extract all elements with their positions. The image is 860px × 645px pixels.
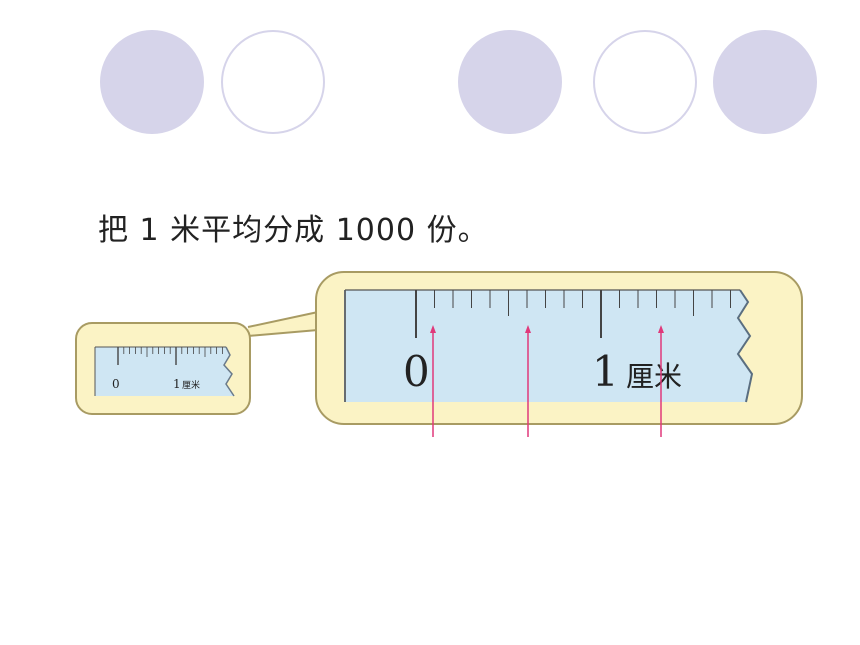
small-ruler-break — [223, 346, 235, 397]
large-ruler-ticks — [415, 290, 731, 338]
pointer-arrow-icon — [430, 325, 436, 333]
large-ruler-body — [344, 290, 752, 402]
large-zero-label: 0 — [403, 347, 430, 396]
small-unit-label: 厘米 — [182, 379, 200, 391]
large-one-label: 1 — [592, 347, 619, 396]
outline-circle-icon — [593, 30, 697, 134]
pointer-arrow-icon — [525, 325, 531, 333]
bubble-connector — [247, 311, 319, 337]
small-zero-label: 0 — [112, 377, 120, 391]
caption: 把 1 米平均分成 1000 份。 — [98, 213, 489, 248]
filled-circle-icon — [100, 30, 204, 134]
large-unit-label: 厘米 — [626, 360, 682, 393]
filled-circle-icon — [713, 30, 817, 134]
pointer-arrow-icon — [658, 325, 664, 333]
large-ruler-break — [736, 289, 754, 403]
small-ruler-body — [95, 347, 234, 396]
small-ruler-ticks — [117, 347, 223, 365]
filled-circle-icon — [458, 30, 562, 134]
small-one-label: 1 — [173, 377, 181, 391]
outline-circle-icon — [221, 30, 325, 134]
pointer-arrows — [430, 325, 664, 437]
